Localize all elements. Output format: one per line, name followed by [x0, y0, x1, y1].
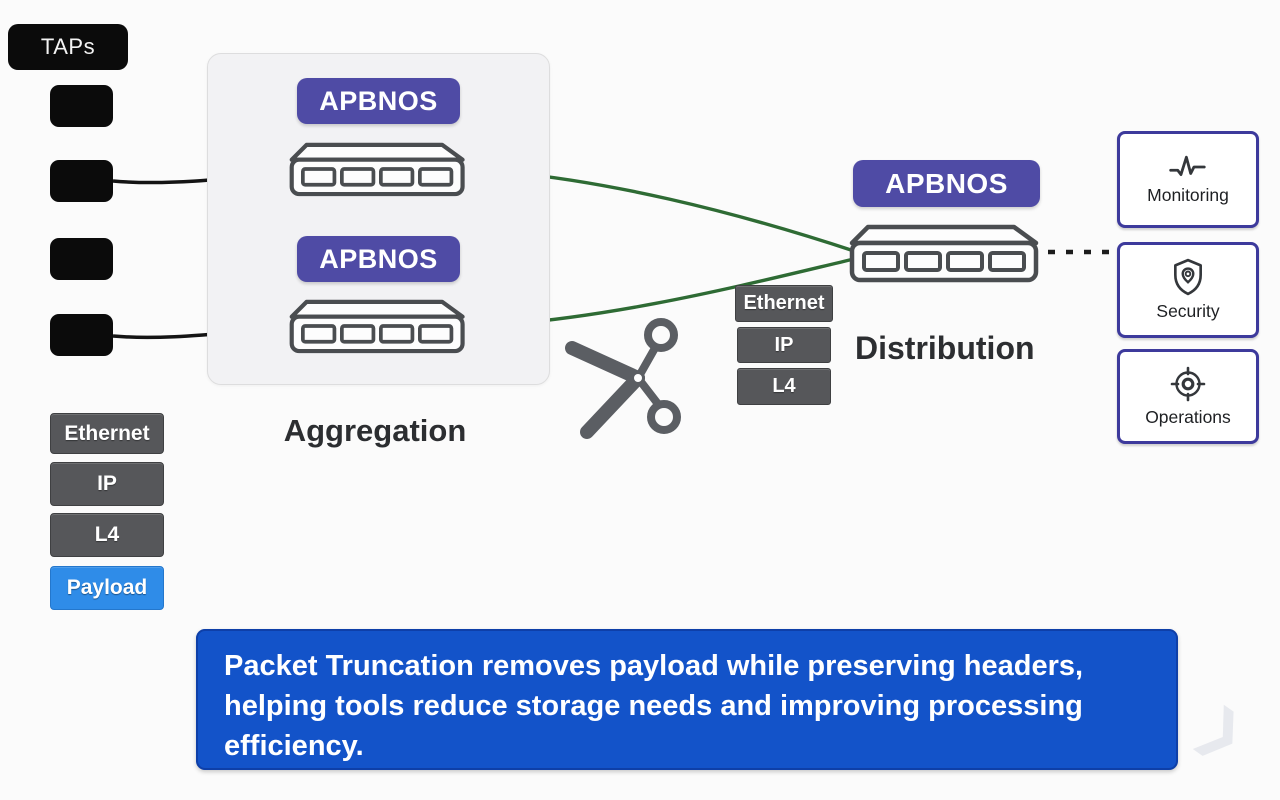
scissors-icon: [565, 318, 681, 439]
caption-line-3: efficiency.: [224, 730, 364, 762]
aggregation-switch-bottom-icon: [289, 299, 465, 354]
tap-device-1: [50, 85, 113, 127]
tool-box-operations: Operations: [1117, 349, 1259, 444]
truncated-layer-ip: IP: [737, 327, 831, 363]
distribution-switch-icon: [849, 224, 1039, 283]
shield-icon: [1174, 258, 1202, 296]
taps-label: TAPs: [8, 24, 128, 70]
aggregation-switch-top-icon: [289, 142, 465, 197]
tap-device-4: [50, 314, 113, 356]
truncated-layer-l4: L4: [737, 368, 831, 405]
pulse-icon: [1169, 155, 1206, 176]
apbnos-badge-distribution: APBNOS: [853, 160, 1040, 207]
tool-box-security: Security: [1117, 242, 1259, 338]
apbnos-badge-aggregation-bottom: APBNOS: [297, 236, 460, 282]
caption-box: Packet Truncation removes payload while …: [196, 629, 1178, 770]
truncated-layer-ethernet: Ethernet: [735, 285, 833, 322]
target-icon: [1170, 366, 1206, 401]
caption-line-2: helping tools reduce storage needs and i…: [224, 690, 1083, 722]
tool-box-monitoring: Monitoring: [1117, 131, 1259, 228]
aggregation-label: Aggregation: [283, 413, 467, 448]
apbnos-badge-aggregation-top: APBNOS: [297, 78, 460, 124]
tap-device-2: [50, 160, 113, 202]
tap-device-3: [50, 238, 113, 280]
security-label: Security: [1156, 301, 1220, 321]
packet-layer-payload: Payload: [50, 566, 164, 610]
packet-layer-ip: IP: [50, 462, 164, 506]
packet-layer-ethernet: Ethernet: [50, 413, 164, 454]
distribution-label: Distribution: [855, 330, 1035, 366]
monitoring-label: Monitoring: [1147, 184, 1229, 205]
caption-line-1: Packet Truncation removes payload while …: [224, 650, 1084, 682]
packet-layer-l4: L4: [50, 513, 164, 557]
operations-label: Operations: [1145, 406, 1231, 427]
